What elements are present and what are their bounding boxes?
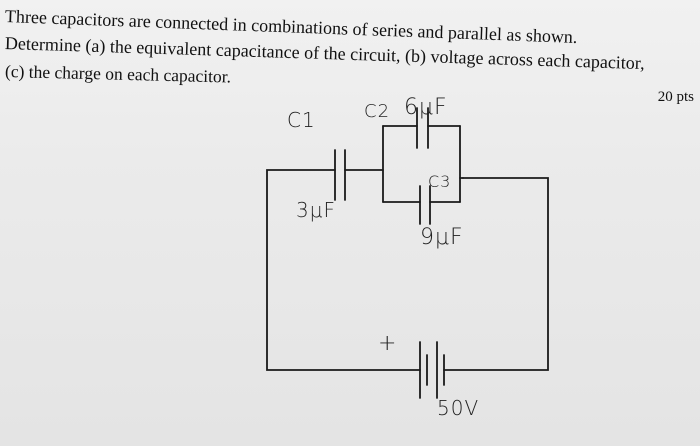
- label-battery-value: 50V: [437, 396, 480, 420]
- label-c3-value: 9μF: [420, 225, 464, 250]
- points-label: 20 pts: [657, 89, 694, 105]
- label-c2-value: 6μF: [404, 95, 448, 120]
- label-battery-positive: +: [378, 331, 398, 356]
- label-c1-value: 3μF: [296, 198, 336, 222]
- label-c3-name: C3: [428, 172, 452, 191]
- label-c1-name: C1: [287, 108, 316, 132]
- wire-right: [443, 177, 549, 371]
- wire-left: [266, 169, 421, 371]
- label-c2-name: C2: [364, 101, 391, 122]
